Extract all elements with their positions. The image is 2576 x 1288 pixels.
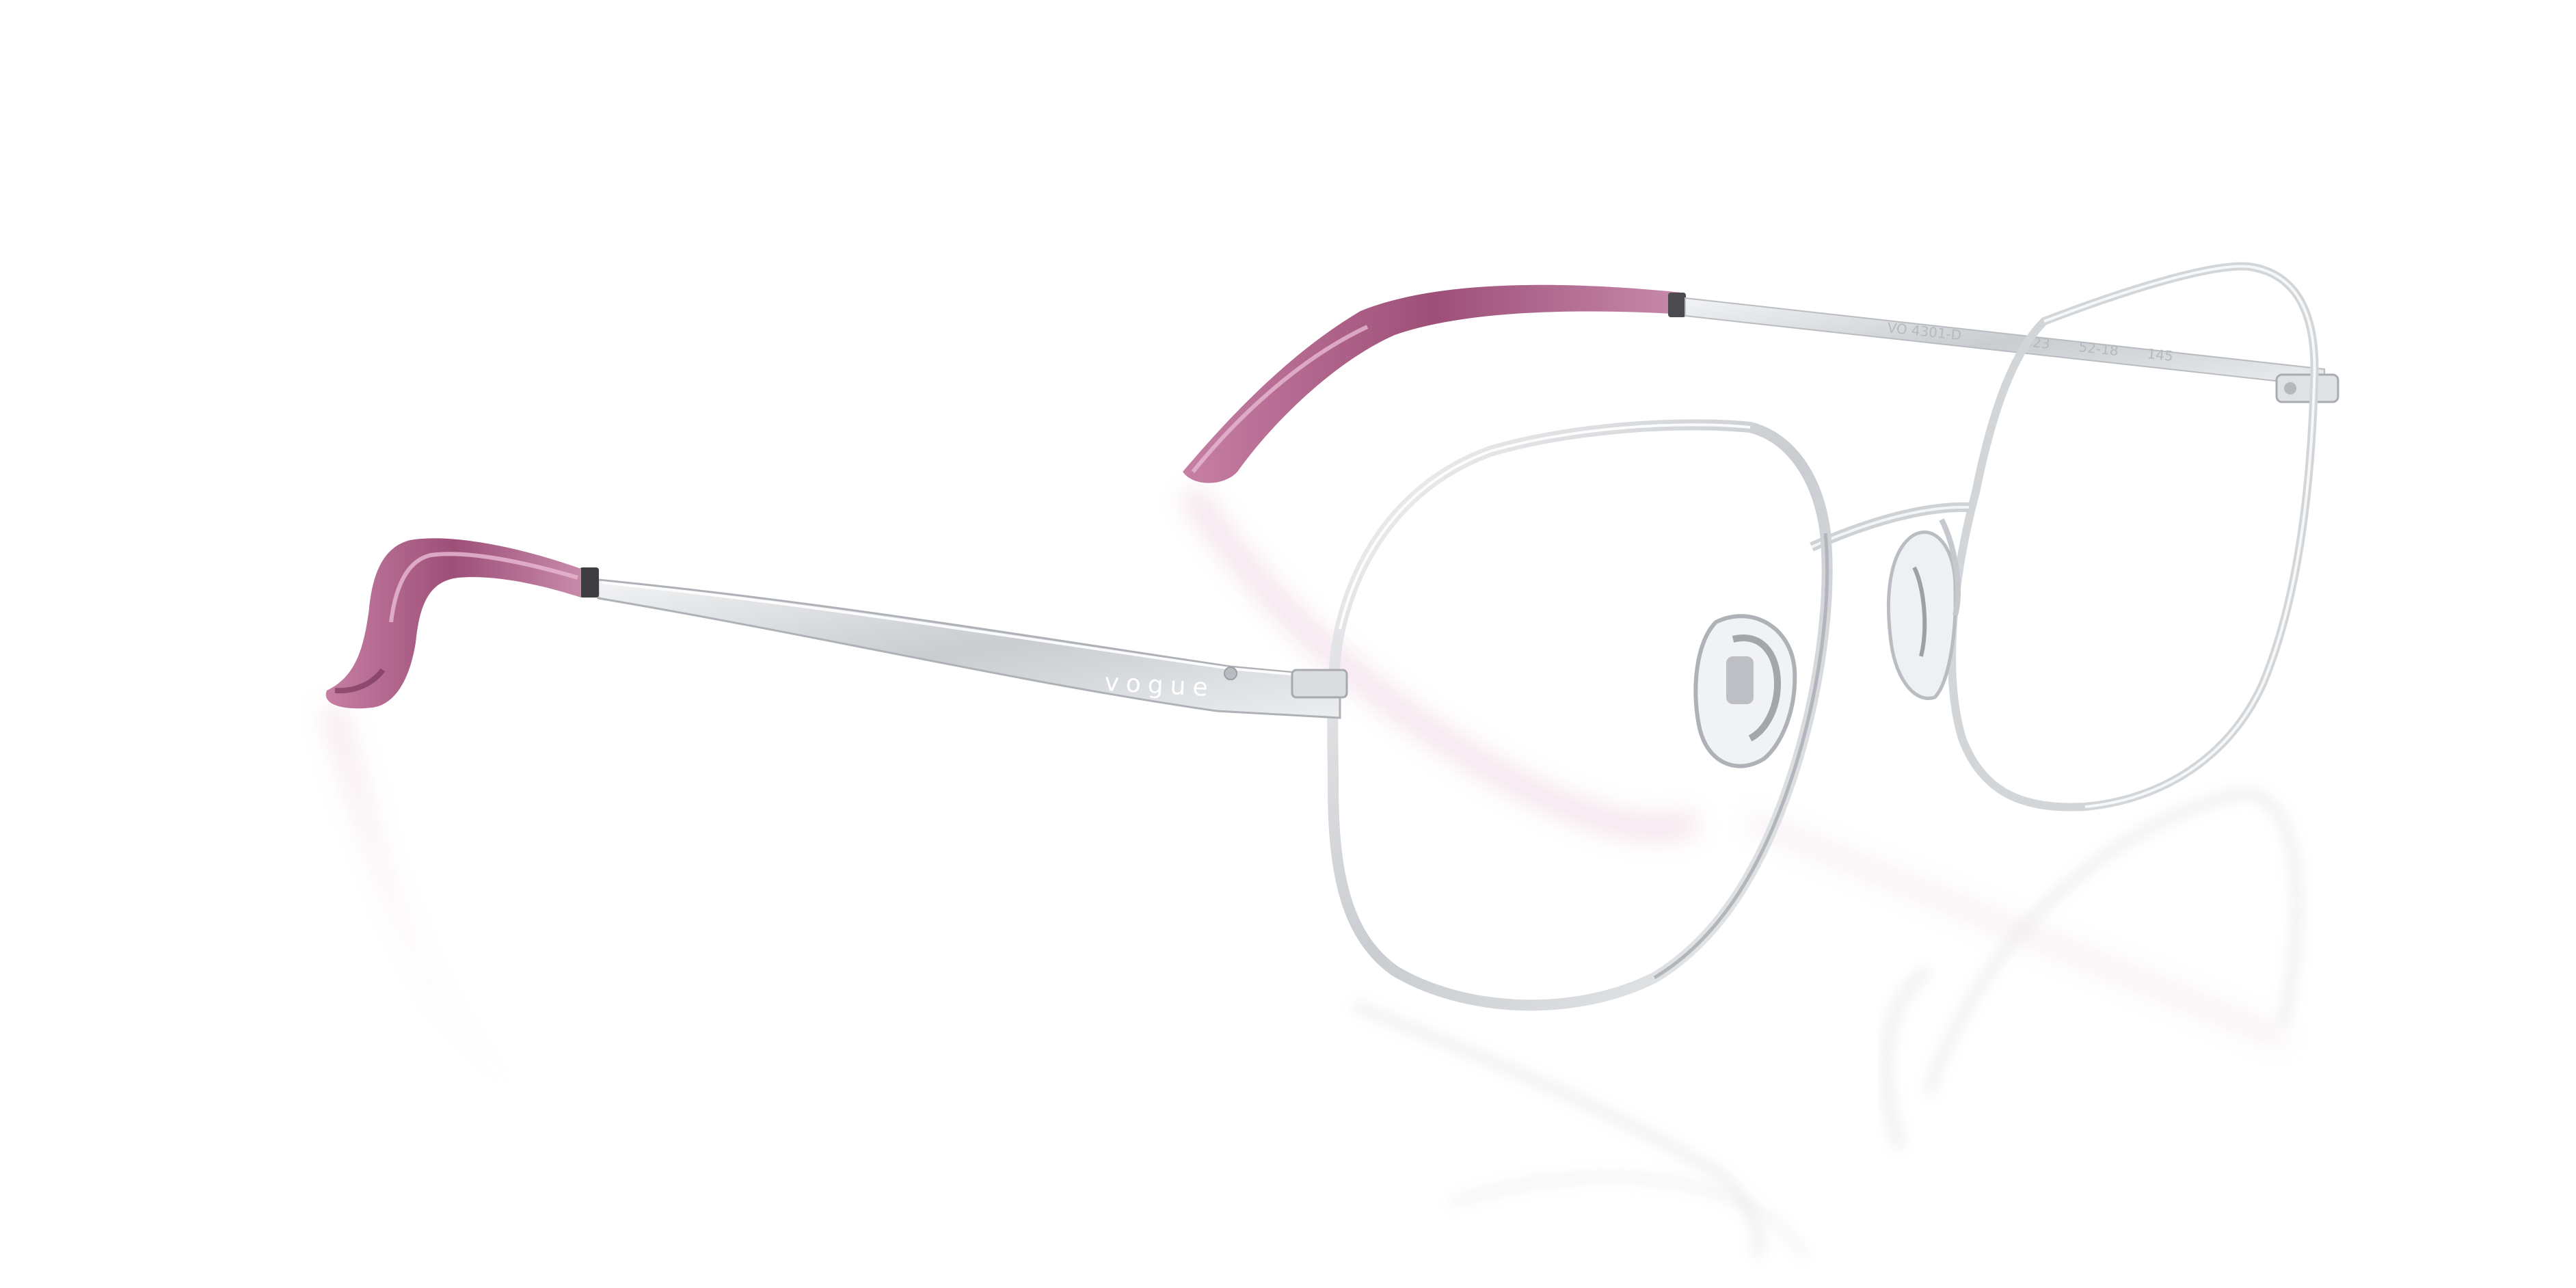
floor-reflection — [322, 485, 2300, 1259]
left-lens-rim — [1327, 419, 1833, 1011]
right-nose-pad — [1886, 518, 1961, 700]
left-nose-pad — [1693, 614, 1797, 768]
brand-engraving: vogue — [1104, 669, 1216, 702]
bridge — [1810, 502, 1970, 552]
back-temple-tip — [1183, 284, 1685, 483]
back-temple-joint — [1668, 293, 1686, 317]
front-temple-tip — [325, 538, 581, 709]
back-temple: VO 4301-D 323 52-18 145 — [1183, 284, 2339, 483]
temple-engraving-temple-length: 145 — [2146, 345, 2173, 364]
front-temple: vogue — [325, 538, 1348, 719]
back-hinge — [2275, 373, 2339, 403]
front-hinge — [1291, 669, 1348, 699]
front-temple-joint — [580, 567, 599, 598]
right-lens-rim — [1948, 262, 2319, 811]
